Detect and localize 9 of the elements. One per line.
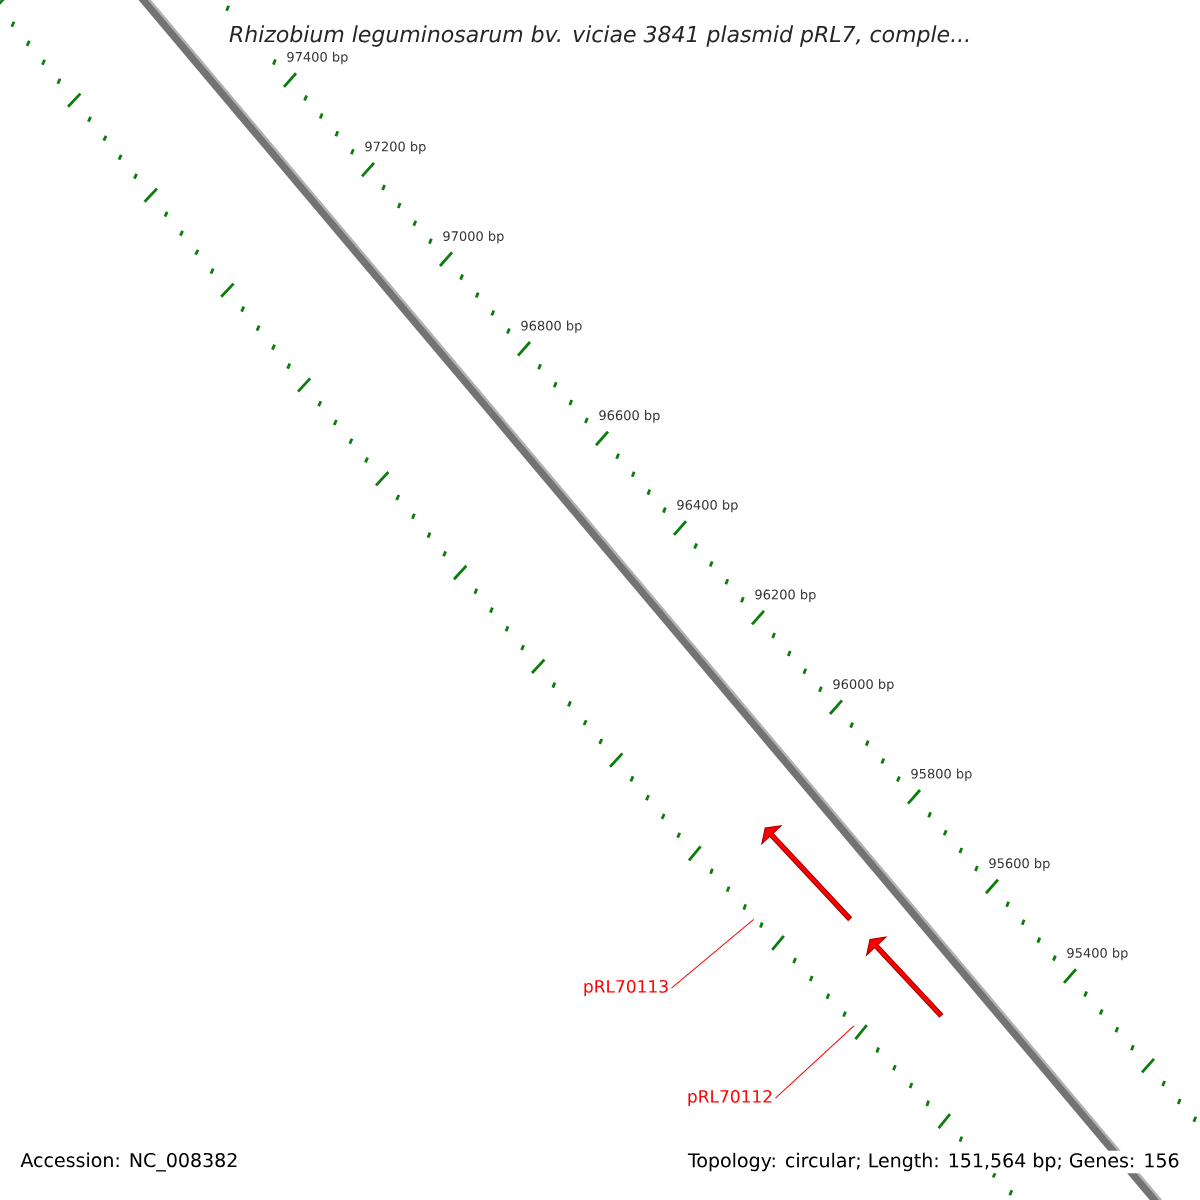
gene-label: pRL70113 [584,979,668,997]
gene-label: pRL70112 [688,1089,772,1107]
leader-line [671,918,755,989]
leader-line [775,1025,855,1099]
accession-text: Accession: NC_008382 [18,1150,241,1174]
summary-text: Topology: circular; Length: 151,564 bp; Genes: 156 [685,1150,1182,1174]
gene-arrow [865,936,944,1018]
title: Rhizobium leguminosarum bv. viciae 3841 plasmid pRL7, comple... [224,21,976,51]
gene-arrow [760,825,853,922]
